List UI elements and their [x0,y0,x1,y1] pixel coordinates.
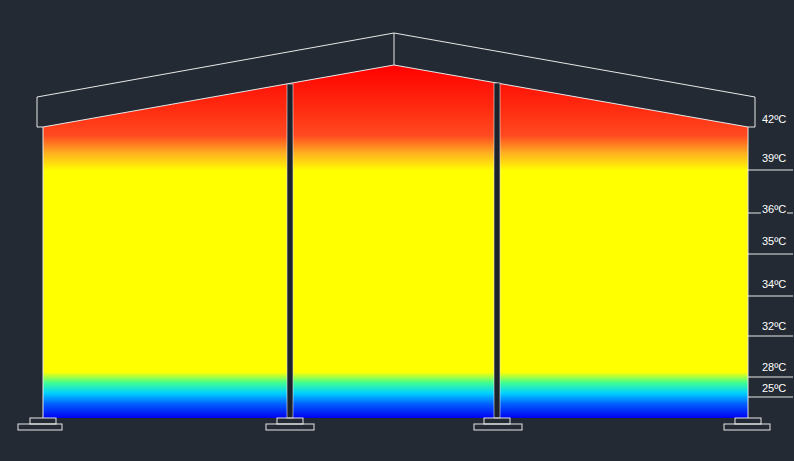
temperature-label: 36ºC [761,203,787,215]
temperature-label: 35ºC [761,235,787,247]
temperature-label: 28ºC [761,361,787,373]
scale-ticks [748,170,793,397]
roof-outline [37,33,755,418]
temperature-field [43,65,748,418]
temperature-label: 32ºC [761,320,787,332]
temperature-label: 34ºC [761,278,787,290]
temperature-label: 42ºC [761,113,787,125]
footings [18,418,770,430]
temperature-label: 25ºC [761,382,787,394]
columns [287,83,500,418]
temperature-label: 39ºC [761,152,787,164]
